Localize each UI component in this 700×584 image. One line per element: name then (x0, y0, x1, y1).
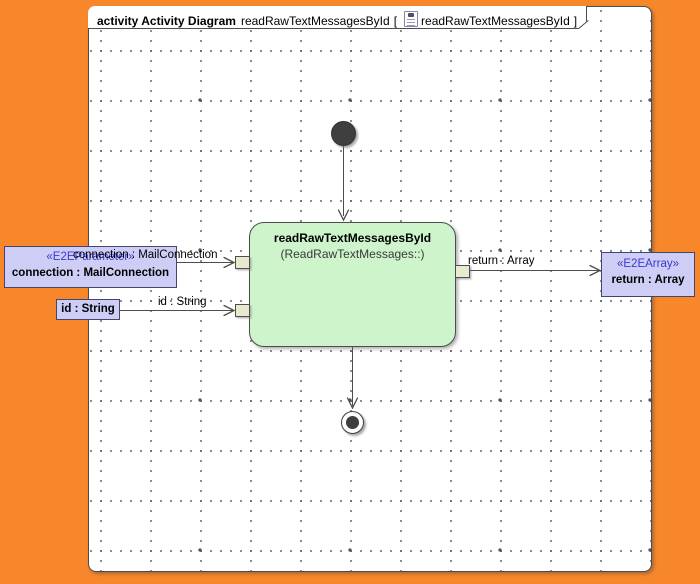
frame-keyword: activity Activity Diagram (97, 14, 236, 28)
arrowhead-down-icon (346, 397, 359, 410)
initial-node[interactable] (331, 121, 356, 146)
flow-id-parameter[interactable] (120, 310, 233, 312)
frame-context-name: readRawTextMessagesById (421, 14, 570, 28)
parameter-node-connection[interactable]: «E2EParameter» connection : MailConnecti… (4, 246, 177, 288)
input-pin-connection[interactable] (235, 256, 250, 269)
arrowhead-down-icon (337, 209, 350, 222)
output-pin-return[interactable] (455, 265, 470, 278)
frame-tab[interactable] (88, 6, 587, 29)
stereotype-label: «E2EArray» (616, 258, 679, 270)
frame-bracket-open: [ (393, 14, 398, 28)
arrowhead-right-icon (223, 256, 236, 269)
parameter-node-return[interactable]: «E2EArray» return : Array (601, 252, 695, 297)
edge-label-connection[interactable]: connection : MailConnection (73, 249, 218, 261)
input-pin-id[interactable] (235, 304, 250, 317)
frame-diagram-name: readRawTextMessagesById (240, 14, 390, 28)
final-node-dot (346, 416, 359, 429)
arrowhead-right-icon (589, 264, 602, 277)
parameter-name: id : String (61, 303, 115, 315)
final-node[interactable] (341, 411, 364, 434)
flow-initial-to-activity[interactable] (343, 143, 345, 216)
flow-connection-parameter[interactable] (177, 262, 233, 264)
activity-diagram-icon (404, 11, 419, 27)
frame-tab-title[interactable]: activity Activity Diagram readRawTextMess… (97, 9, 578, 28)
edge-label-id[interactable]: id : String (158, 296, 207, 308)
arrowhead-right-icon (223, 304, 236, 317)
parameter-name: connection : MailConnection (11, 267, 170, 279)
flow-activity-to-final[interactable] (352, 339, 354, 406)
parameter-node-id[interactable]: id : String (56, 299, 120, 320)
activity-node[interactable]: readRawTextMessagesById (ReadRawTextMess… (249, 222, 456, 347)
stereotype-label: «E2EParameter» (46, 251, 135, 263)
parameter-name: return : Array (611, 274, 685, 286)
activity-name: readRawTextMessagesById (273, 231, 432, 245)
activity-behavior: (ReadRawTextMessages::) (280, 247, 425, 261)
frame-bracket-close: ] (573, 14, 578, 28)
flow-return-parameter[interactable] (470, 270, 599, 272)
edge-label-return[interactable]: return : Array (468, 255, 535, 267)
